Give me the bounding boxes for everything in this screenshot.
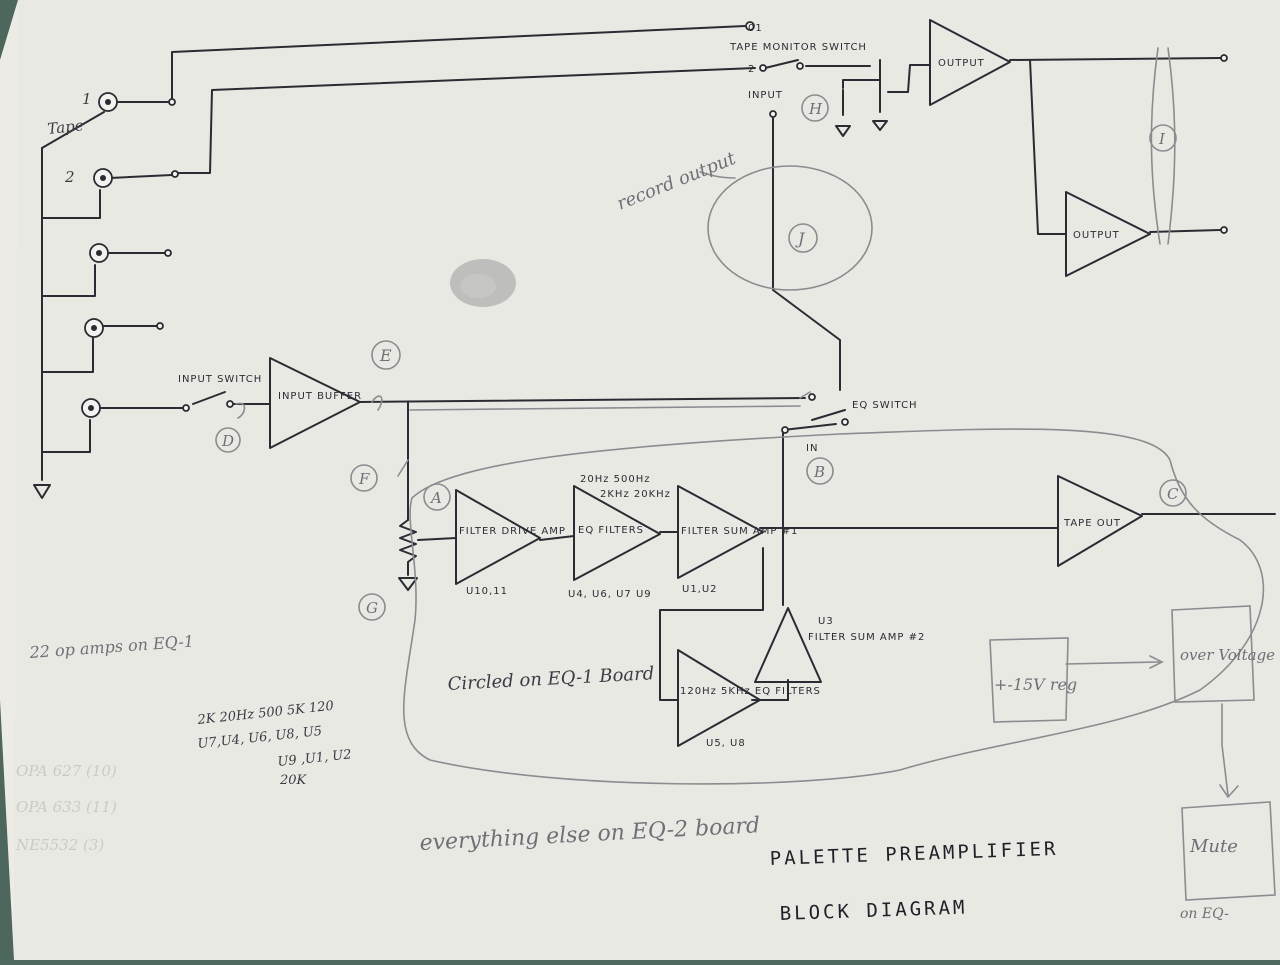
- reg-label: +-15V reg: [994, 675, 1077, 694]
- faded-note-3: NE5532 (3): [15, 836, 104, 854]
- jack-2-label: 2: [64, 168, 75, 186]
- filter-sum-amp-2-label: FILTER SUM AMP #2: [808, 632, 925, 643]
- pencil-marks: [235, 47, 1276, 901]
- eq-filters-parts: U4, U6, U7 U9: [568, 589, 652, 600]
- in-label: IN: [806, 443, 818, 454]
- filter-drive-amp-label: FILTER DRIVE AMP: [459, 526, 566, 537]
- output-bottom-label: OUTPUT: [1073, 230, 1120, 241]
- tape-label: Tape: [47, 116, 85, 138]
- input-switch-label: INPUT SWITCH: [178, 374, 262, 385]
- eq-freqs-2: 2KHz 20KHz: [600, 489, 671, 500]
- eq-freqs-1: 20Hz 500Hz: [580, 474, 651, 485]
- filter-sum-amp-2: [754, 607, 822, 683]
- eq-filters-2-label: 120Hz 5KHz EQ FILTERS: [680, 686, 821, 697]
- tp-c: C: [1167, 485, 1179, 503]
- amplifier-triangles: [269, 19, 1151, 747]
- filter-sum-amp-1-parts: U1,U2: [682, 584, 718, 595]
- input-jacks: [81, 21, 1228, 434]
- tp-g: G: [366, 599, 378, 617]
- ink-wiring: [33, 25, 1276, 701]
- mute-sub-label: on EQ-: [1180, 906, 1229, 922]
- top-terminal-label: 01: [748, 23, 763, 34]
- tp-j: J: [795, 229, 806, 248]
- filter-sum-amp-1-label: FILTER SUM AMP #1: [681, 526, 798, 537]
- tp-i: I: [1158, 130, 1166, 148]
- input-buffer-label: INPUT BUFFER: [278, 391, 362, 402]
- eq-filters-2-amp: [677, 649, 761, 747]
- tape-out-amp: [1057, 475, 1143, 567]
- ink-labels: Tape 1 2 01 TAPE MONITOR SWITCH 2 INPUT …: [47, 23, 1121, 749]
- parts-note-4: 20K: [279, 773, 308, 788]
- tp-b: B: [813, 463, 825, 481]
- filter-sum-amp-2-part: U3: [818, 616, 834, 627]
- filter-sum-amp-1: [677, 485, 764, 579]
- input-buffer-amp: [269, 357, 361, 449]
- tp-a: A: [429, 489, 442, 507]
- input-label: INPUT: [748, 90, 783, 101]
- output-top-label: OUTPUT: [938, 58, 985, 69]
- eq-filters-label: EQ FILTERS: [578, 525, 644, 536]
- faded-note-1: OPA 627 (10): [16, 762, 117, 780]
- tp-d: D: [221, 432, 234, 450]
- tp-f: F: [358, 470, 370, 488]
- filter-drive-parts: U10,11: [466, 586, 508, 597]
- faded-note-2: OPA 633 (11): [16, 798, 117, 816]
- eq-filters-2-parts: U5, U8: [706, 738, 746, 749]
- tape-monitor-switch-label: TAPE MONITOR SWITCH: [729, 42, 867, 53]
- test-point-labels: A B C D E F G H I J: [221, 100, 1179, 617]
- jack-1-label: 1: [82, 90, 92, 108]
- tp-e: E: [379, 346, 392, 365]
- title-block: PALETTE PREAMPLIFIER BLOCK DIAGRAM: [769, 838, 1058, 925]
- tape-out-label: TAPE OUT: [1063, 518, 1121, 529]
- output-amp-top: [929, 19, 1011, 106]
- eq-filters-amp: [573, 485, 661, 581]
- tp-h: H: [808, 100, 823, 118]
- test-points: [215, 94, 1187, 621]
- output-amp-bottom: [1065, 191, 1151, 277]
- over-voltage-label: over Voltage: [1180, 646, 1275, 664]
- switch-pos-2-label: 2: [748, 64, 755, 75]
- mute-label: Mute: [1189, 836, 1238, 857]
- filter-drive-amp: [455, 489, 541, 585]
- eq-switch-label: EQ SWITCH: [852, 400, 918, 411]
